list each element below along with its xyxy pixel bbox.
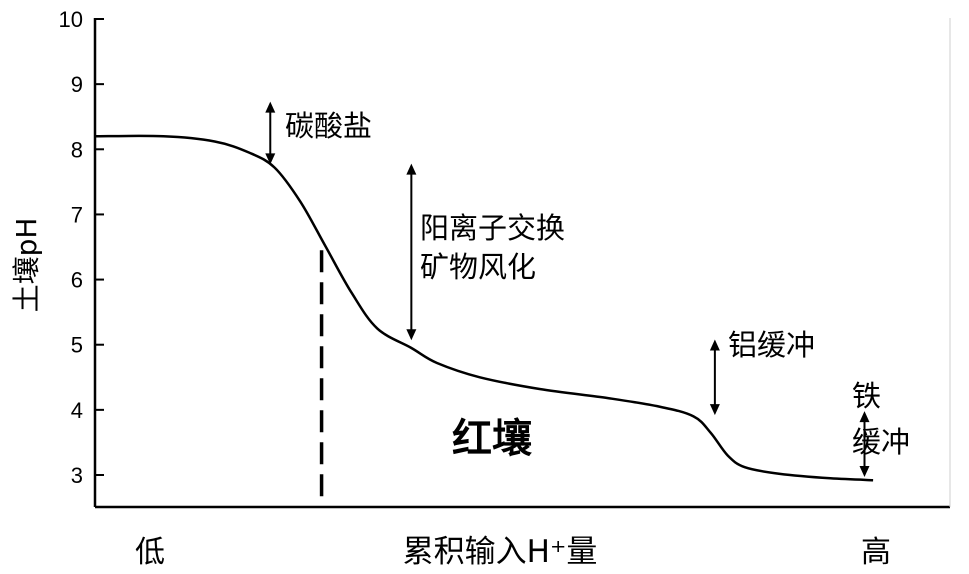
annotation-arrow-head-down-1 [406, 329, 417, 341]
annotation-label-0: 碳酸盐 [285, 109, 372, 143]
annotation-label-3: 铁 [852, 379, 881, 413]
x-low-label: 低 [135, 535, 165, 570]
annotation-arrow-head-down-0 [265, 153, 276, 165]
annotation-arrow-head-down-2 [709, 404, 720, 416]
annotation-arrow-head-down-3 [859, 466, 870, 477]
y-tick-label-10: 10 [59, 7, 83, 32]
annotation-label-2: 铝缓冲 [728, 328, 815, 362]
annotation-label-1-line2: 矿物风化 [420, 250, 536, 284]
annotation-arrow-head-up-2 [709, 339, 720, 351]
ph-curve-0 [94, 134, 874, 482]
y-tick-label-8: 8 [71, 137, 83, 162]
x-high-label: 高 [861, 535, 891, 570]
y-tick-label-4: 4 [71, 398, 83, 423]
annotation-label-3-line2: 缓冲 [852, 425, 910, 459]
y-axis-label: 土壤pH [10, 218, 43, 313]
y-tick-label-3: 3 [71, 463, 83, 488]
annotation-arrow-head-up-0 [265, 101, 276, 113]
annotation-label-1: 阳离子交换 [420, 211, 565, 245]
y-tick-label-5: 5 [71, 333, 83, 358]
annotation-arrow-head-up-1 [406, 163, 417, 175]
y-tick-label-7: 7 [71, 202, 83, 227]
region-label: 红壤 [452, 416, 532, 462]
annotation-arrow-head-up-3 [859, 411, 870, 423]
y-tick-label-9: 9 [71, 72, 83, 97]
x-axis-label: 累积输入H⁺量 [403, 534, 598, 570]
y-tick-label-6: 6 [71, 268, 83, 293]
